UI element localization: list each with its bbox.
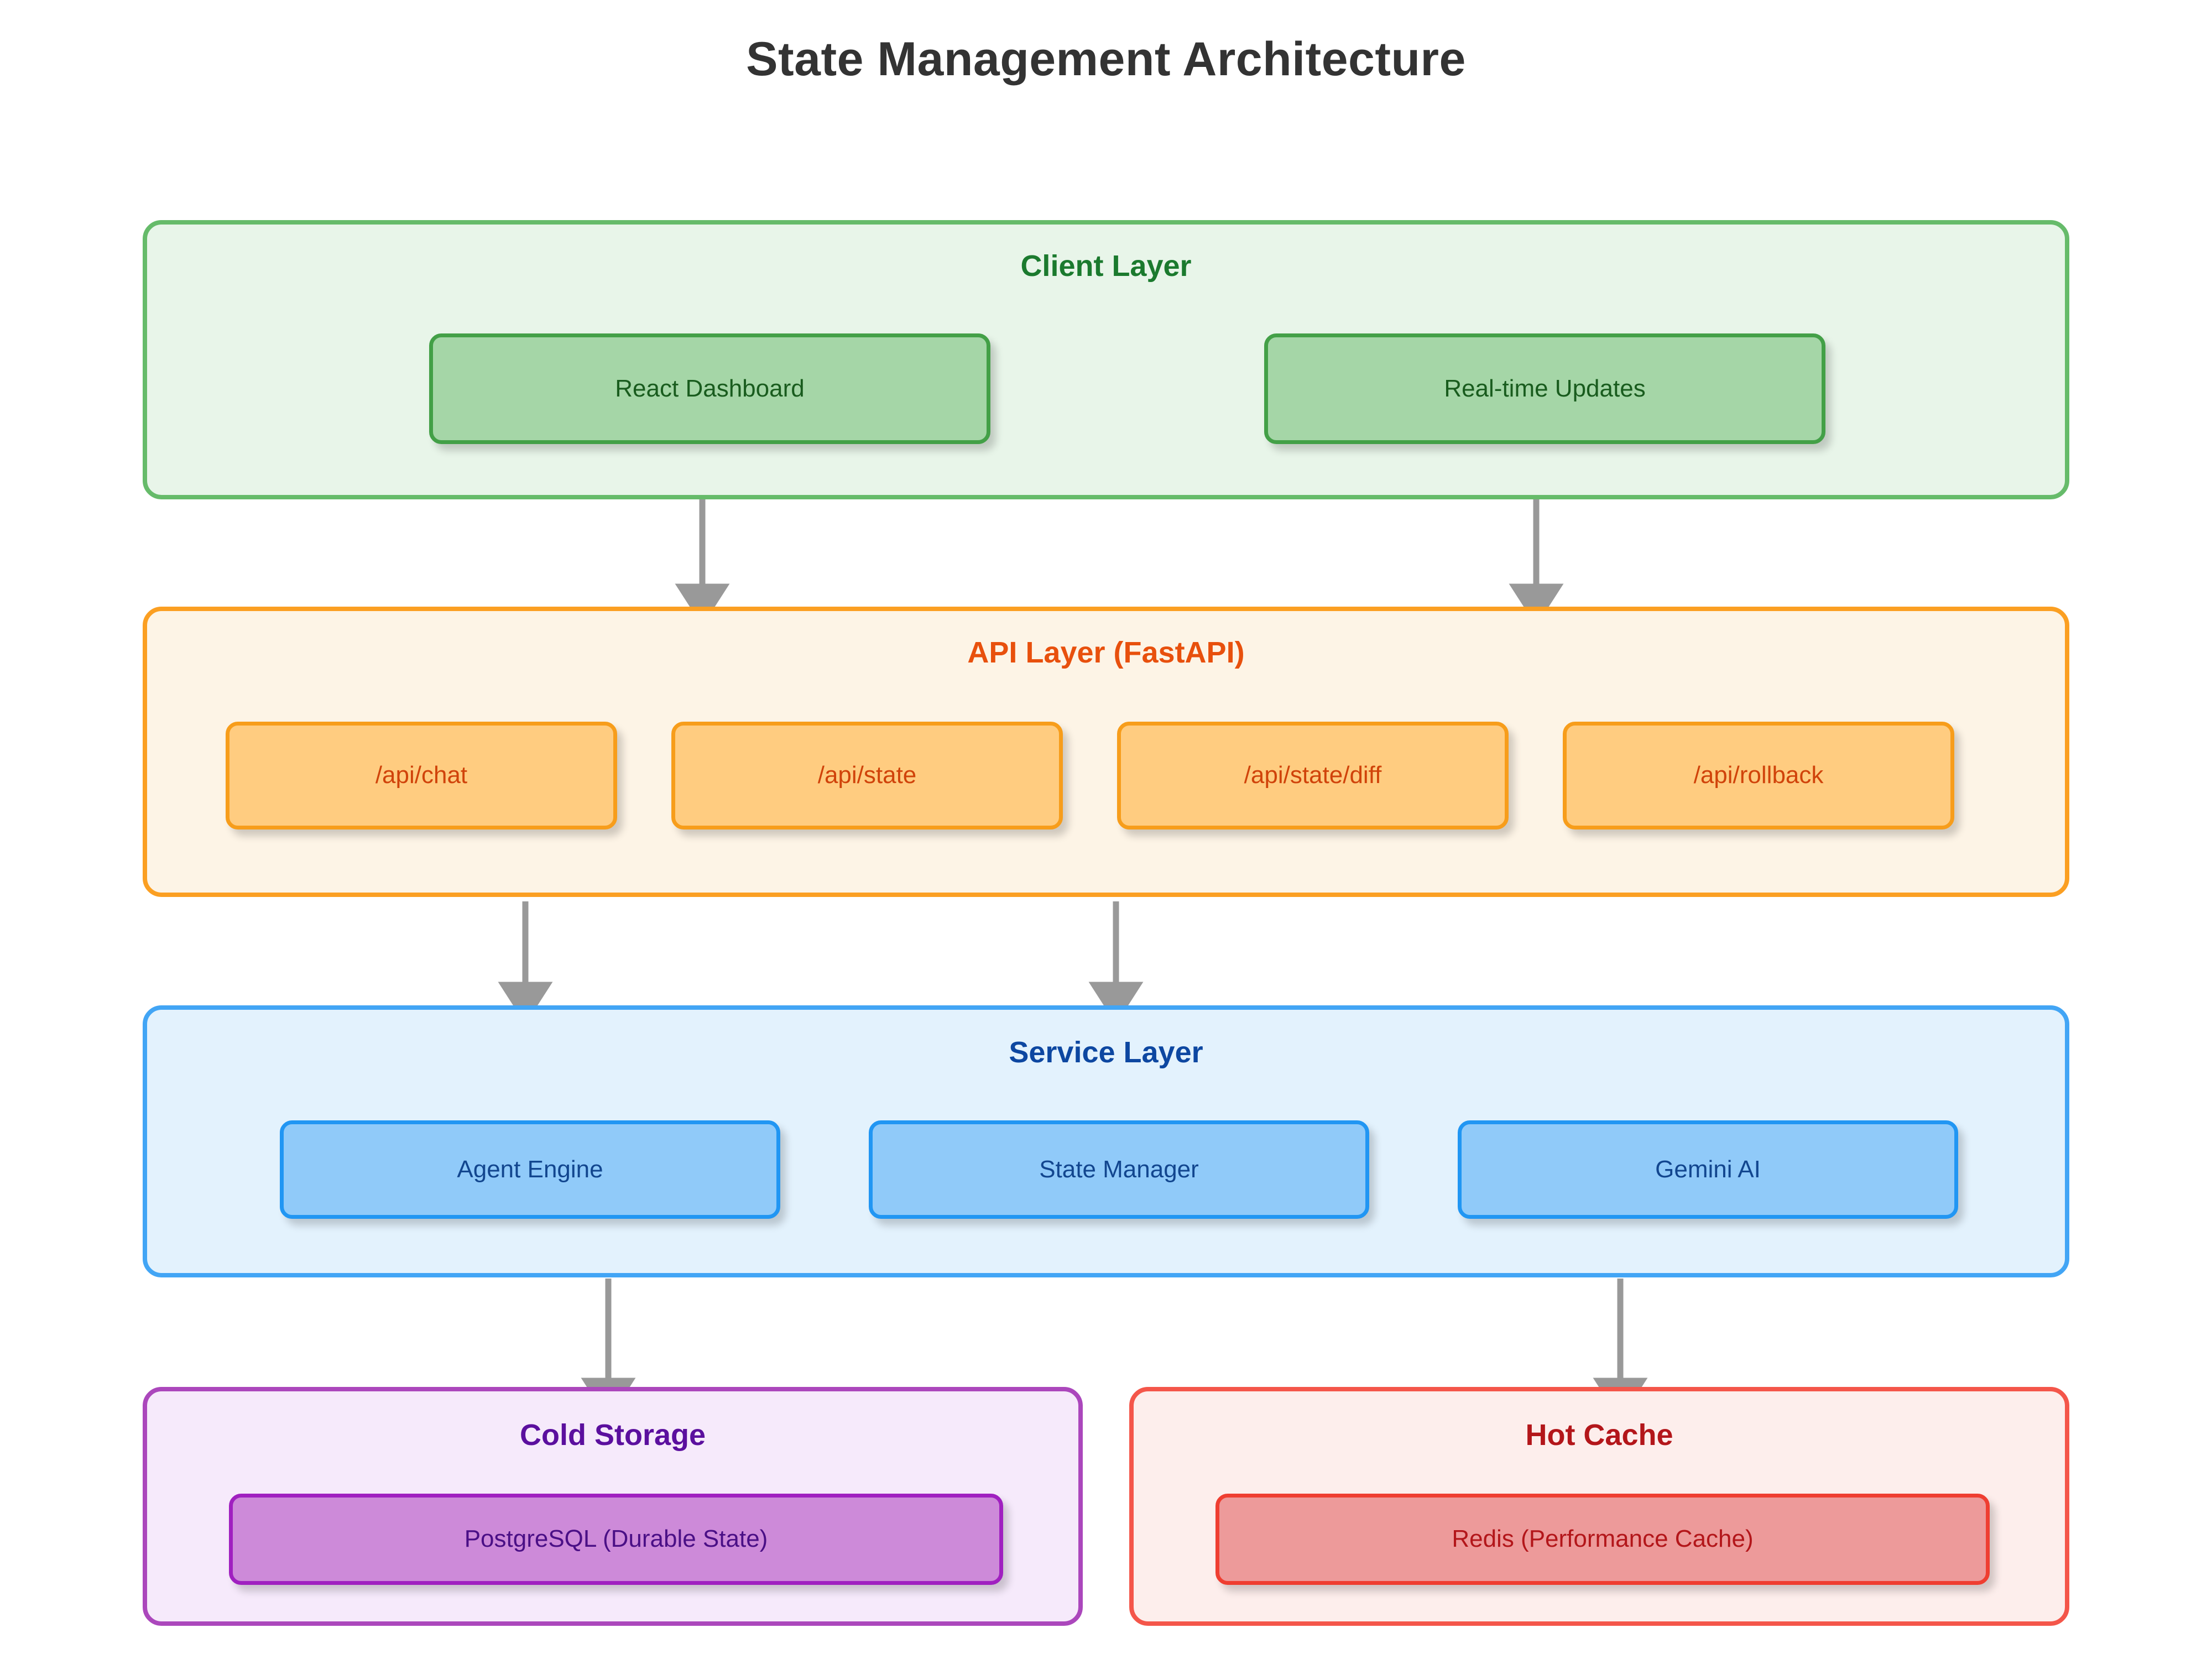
node-postgresql[interactable]: PostgreSQL (Durable State) [229, 1494, 1003, 1585]
layer-api: API Layer (FastAPI) /api/chat /api/state… [143, 607, 2069, 897]
node-label: /api/state/diff [1244, 761, 1382, 789]
layer-client: Client Layer React Dashboard Real-time U… [143, 220, 2069, 499]
node-label: /api/chat [375, 761, 468, 789]
layer-cold-storage: Cold Storage PostgreSQL (Durable State) [143, 1387, 1083, 1626]
layer-title-client: Client Layer [1020, 249, 1192, 283]
node-gemini-ai[interactable]: Gemini AI [1458, 1120, 1958, 1219]
layer-title-api: API Layer (FastAPI) [967, 636, 1245, 669]
node-label: /api/state [817, 761, 917, 789]
node-api-chat[interactable]: /api/chat [226, 722, 617, 830]
node-label: PostgreSQL (Durable State) [464, 1525, 768, 1553]
layer-title-service: Service Layer [1009, 1036, 1203, 1069]
node-react-dashboard[interactable]: React Dashboard [429, 333, 990, 444]
node-api-state-diff[interactable]: /api/state/diff [1117, 722, 1509, 830]
layer-service: Service Layer Agent Engine State Manager… [143, 1005, 2069, 1277]
node-label: Redis (Performance Cache) [1452, 1525, 1754, 1553]
node-redis[interactable]: Redis (Performance Cache) [1215, 1494, 1990, 1585]
node-label: /api/rollback [1693, 761, 1824, 789]
node-real-time-updates[interactable]: Real-time Updates [1264, 333, 1825, 444]
layer-title-hot-cache: Hot Cache [1525, 1418, 1673, 1452]
node-label: Real-time Updates [1444, 374, 1646, 402]
layer-hot-cache: Hot Cache Redis (Performance Cache) [1129, 1387, 2069, 1626]
node-label: React Dashboard [615, 374, 805, 402]
node-api-rollback[interactable]: /api/rollback [1563, 722, 1954, 830]
layer-title-cold-storage: Cold Storage [519, 1418, 706, 1452]
page-title: State Management Architecture [746, 33, 1466, 86]
node-label: State Manager [1039, 1155, 1199, 1183]
node-agent-engine[interactable]: Agent Engine [280, 1120, 780, 1219]
node-api-state[interactable]: /api/state [671, 722, 1063, 830]
node-label: Agent Engine [457, 1155, 603, 1183]
node-label: Gemini AI [1655, 1155, 1761, 1183]
node-state-manager[interactable]: State Manager [869, 1120, 1369, 1219]
